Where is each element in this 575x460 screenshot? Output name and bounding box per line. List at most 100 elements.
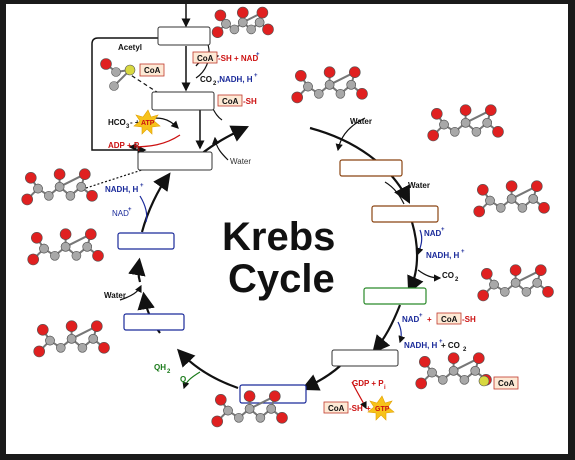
molecule-top-center-atom-4: [313, 89, 324, 99]
molecule-bottom-center-atom-9: [266, 403, 277, 414]
co2-nadh-label-top: CO 2 ,NADH, H +: [200, 73, 258, 87]
molecule-left-1-atom-3: [33, 183, 43, 194]
molecule-right-2-atom-11: [510, 277, 521, 288]
coa-sh-text-2: -SH: [243, 97, 257, 106]
molecule-left-3-atom-10: [91, 320, 103, 333]
molecule-left-1-atom-11: [54, 182, 65, 192]
coa-tag-box-2: [493, 376, 519, 390]
adp-sub: i: [138, 147, 140, 153]
nadh-label-left: NADH, H +: [105, 183, 144, 194]
molecule-bottom-center-atom-10: [268, 390, 281, 403]
co2-arrow-right: [417, 269, 442, 282]
molecule-left-1-atom-9: [76, 182, 86, 192]
molecule-left-3-atom-9: [88, 333, 98, 344]
molecule-bottom-center-atom-4: [234, 412, 244, 423]
nad-label-left: NAD +: [112, 207, 132, 218]
co2-label-right: CO 2: [442, 271, 459, 283]
molecule-left-3-atom-3: [45, 335, 55, 346]
molecule-top-center-atom-12: [323, 66, 336, 78]
blank-box-succinyl-coa[interactable]: [331, 349, 399, 367]
molecule-left-2-atom-11: [60, 242, 71, 252]
co2-text-top: CO: [200, 75, 212, 84]
coa-sh-text-4: -SH: [349, 404, 363, 413]
co2-text-bottom: + CO: [441, 341, 460, 350]
cycle-arrow-top-left: [199, 125, 249, 156]
molecule-bottom-right-atom-6: [459, 374, 470, 385]
molecule-left-1-atom-2: [21, 193, 34, 206]
molecule-right-2-atom-0: [480, 267, 493, 280]
molecule-left-1-atom-12: [53, 168, 66, 180]
molecule-top-center-atom-2: [291, 91, 304, 104]
coa-tag-text: CoA: [144, 66, 161, 75]
molecule-top-small-atom-3: [221, 18, 231, 29]
water-in-top-arrow: [212, 136, 229, 161]
molecule-bottom-right-atom-0: [418, 355, 431, 368]
nadh-text-top: ,NADH, H: [217, 75, 253, 84]
co2-sub-bottom: 2: [463, 347, 467, 353]
molecule-bottom-right-atom-4: [437, 374, 448, 385]
nad-plus-left: +: [128, 207, 132, 213]
cycle-arrow-left-3: [140, 172, 171, 233]
molecule-top-right-atom-4: [449, 127, 460, 137]
gtp-text: GTP: [375, 406, 390, 413]
coa-tag-box: [139, 63, 165, 77]
nad-coa-label: NAD + + CoA -SH: [402, 312, 476, 325]
molecule-top-small-atom-6: [246, 24, 256, 35]
blank-box-oxaloacetate[interactable]: [137, 151, 213, 171]
gdp-arrow-bottom: [351, 381, 367, 410]
water-arrow-left: [119, 284, 142, 301]
coa-box-text-1: CoA: [197, 54, 214, 63]
acetyl-molecule-atom-0: [100, 58, 112, 70]
blank-box-acetyl-top[interactable]: [157, 26, 211, 46]
nad-dotted-line-left: [85, 167, 149, 189]
molecule-top-center-atom-11: [324, 80, 335, 90]
coa-sh-label-2: CoA -SH: [217, 94, 257, 107]
gtp-star-icon: [367, 395, 395, 421]
acetyl-molecule-atom-3: [109, 81, 119, 91]
blank-box-cis-aconitate[interactable]: [339, 159, 403, 177]
molecule-left-2-atom-9: [82, 242, 92, 252]
hco3-atp-label: HCO 3 - + ATP: [108, 109, 161, 135]
blank-box-malate[interactable]: [117, 232, 175, 250]
nad-coa-plus-sign: +: [427, 315, 432, 324]
molecule-left-2-atom-3: [39, 243, 49, 254]
blank-box-isocitrate[interactable]: [371, 205, 439, 223]
nadh-text-right: NADH, H: [426, 251, 460, 260]
molecule-top-center-atom-9: [346, 80, 357, 90]
molecule-bottom-center-atom-6: [255, 412, 266, 423]
atp-star-icon: [133, 109, 161, 135]
molecule-top-right-atom-12: [459, 104, 472, 116]
coa-box-text-2: CoA: [222, 97, 239, 106]
diagram-title-line-1: Krebs: [222, 215, 335, 259]
molecule-top-small-atom-9: [254, 17, 265, 28]
water-label-left: Water: [104, 291, 126, 300]
molecule-right-1-atom-10: [530, 180, 543, 192]
molecule-right-1-atom-0: [476, 184, 489, 196]
water-arrow-top-right: [335, 117, 366, 152]
molecule-left-2-atom-4: [49, 251, 60, 261]
molecule-top-small-atom-0: [214, 9, 227, 22]
adp-pi-label: ADP + P i: [108, 141, 140, 153]
molecule-top-center-atom-0: [294, 70, 307, 82]
molecule-bottom-right-atom-11: [448, 365, 459, 376]
molecule-right-1-atom-6: [517, 203, 528, 213]
molecule-top-center-atom-3: [303, 81, 313, 92]
blank-box-fumarate[interactable]: [123, 313, 185, 331]
molecule-right-2-atom-4: [499, 286, 510, 297]
blank-box-citrate-top[interactable]: [151, 91, 215, 111]
co2-text-right: CO: [442, 271, 454, 280]
molecule-top-small-atom-11: [238, 17, 248, 28]
molecule-left-1-atom-4: [43, 191, 54, 201]
molecule-bottom-center-atom-0: [215, 393, 227, 406]
molecule-top-small-atom-12: [237, 6, 249, 19]
molecule-bottom-center-atom-2: [211, 415, 223, 428]
molecule-top-small-atom-4: [229, 24, 240, 35]
coa-gtp-label: CoA -SH + GTP: [323, 395, 395, 421]
nadh-co2-label: NADH, H + + CO 2: [404, 339, 467, 353]
nadh-plus-right: +: [461, 249, 465, 255]
gdp-text: GDP + P: [352, 379, 384, 388]
blank-box-alpha-ketoglutarate[interactable]: [363, 287, 427, 305]
gdp-pi-label: GDP + P i: [352, 379, 386, 391]
molecule-bottom-right-atom-9: [470, 365, 481, 376]
adp-side-arrow: [128, 134, 181, 151]
